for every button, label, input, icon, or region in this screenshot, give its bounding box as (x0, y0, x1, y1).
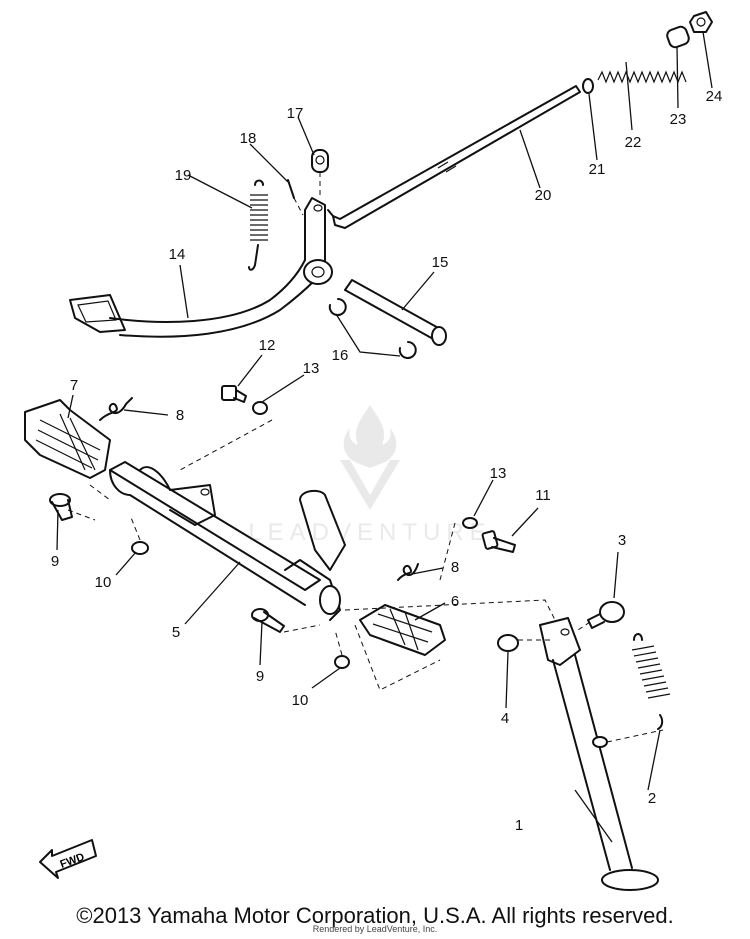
callout-13-right: 13 (490, 465, 507, 482)
callout-21: 22 (625, 134, 642, 151)
leadventure-watermark: LEADVENTURE (248, 405, 491, 546)
e-clip-17a (328, 298, 347, 316)
rod-joint (666, 25, 690, 49)
bolt-12 (221, 385, 247, 403)
nut-4 (497, 634, 519, 652)
callout-15: 15 (432, 254, 449, 271)
callout-10-left: 10 (95, 574, 112, 591)
callout-19: 21 (589, 161, 606, 178)
pedal-shaft (344, 279, 447, 346)
bolt-9-center (251, 608, 285, 633)
bolt-3 (587, 601, 625, 629)
flame-logo-icon (343, 405, 397, 468)
adjusting-nut (689, 11, 713, 33)
callout-12: 12 (259, 337, 276, 354)
callout-8-upper: 8 (176, 407, 184, 424)
rendered-by-notice: Rendered by LeadVenture, Inc. (312, 924, 438, 934)
callout-8-center: 8 (451, 559, 459, 576)
return-spring-24 (248, 179, 268, 271)
washer-10-left (131, 541, 149, 555)
callout-9-left: 9 (51, 553, 59, 570)
washer-13-right (462, 517, 478, 529)
callout-13-upper: 13 (303, 360, 320, 377)
callout-11: 11 (535, 487, 551, 504)
callout-2: 2 (648, 790, 656, 807)
footrest-left (24, 399, 111, 479)
brake-rod (327, 85, 581, 229)
callout-7: 7 (70, 377, 78, 394)
e-clip-17b (398, 341, 417, 359)
callout-24: 19 (175, 167, 192, 184)
footrest-right (359, 604, 446, 656)
cotter-pin (287, 179, 295, 199)
callout-6: 6 (451, 593, 459, 610)
footrest-bar (109, 461, 341, 621)
fwd-arrow-icon: FWD (39, 839, 97, 879)
callout-9-center: 9 (256, 668, 264, 685)
clevis-16 (311, 149, 329, 173)
washer-19 (582, 78, 594, 94)
callout-22: 23 (670, 111, 687, 128)
watermark-text: LEADVENTURE (248, 519, 491, 546)
bolt-9-left (49, 493, 73, 521)
callout-5: 5 (172, 624, 180, 641)
callout-14: 14 (169, 246, 186, 263)
leader-lines (56, 31, 713, 843)
center-bracket (299, 489, 346, 571)
callout-1: 1 (515, 817, 523, 834)
callout-17: 16 (332, 347, 349, 364)
callout-18: 20 (535, 187, 552, 204)
v-logo-icon (340, 460, 400, 510)
compression-spring (597, 70, 687, 84)
washer-13-upper (252, 401, 268, 415)
callout-10-center: 10 (292, 692, 309, 709)
spring-8-center (397, 563, 419, 581)
callout-4: 4 (501, 710, 509, 727)
callout-23: 24 (706, 88, 723, 105)
callout-20: 18 (240, 130, 257, 147)
washer-10-center (334, 655, 350, 669)
stand-pin (592, 736, 608, 748)
callout-3: 3 (618, 532, 626, 549)
stand-spring (631, 633, 671, 730)
side-stand (539, 617, 659, 891)
bolt-11 (481, 530, 516, 553)
brake-pedal (69, 197, 333, 338)
copyright-notice: ©2013 Yamaha Motor Corporation, U.S.A. A… (76, 903, 674, 928)
spring-8-upper (99, 397, 133, 421)
callout-16: 17 (287, 105, 304, 122)
